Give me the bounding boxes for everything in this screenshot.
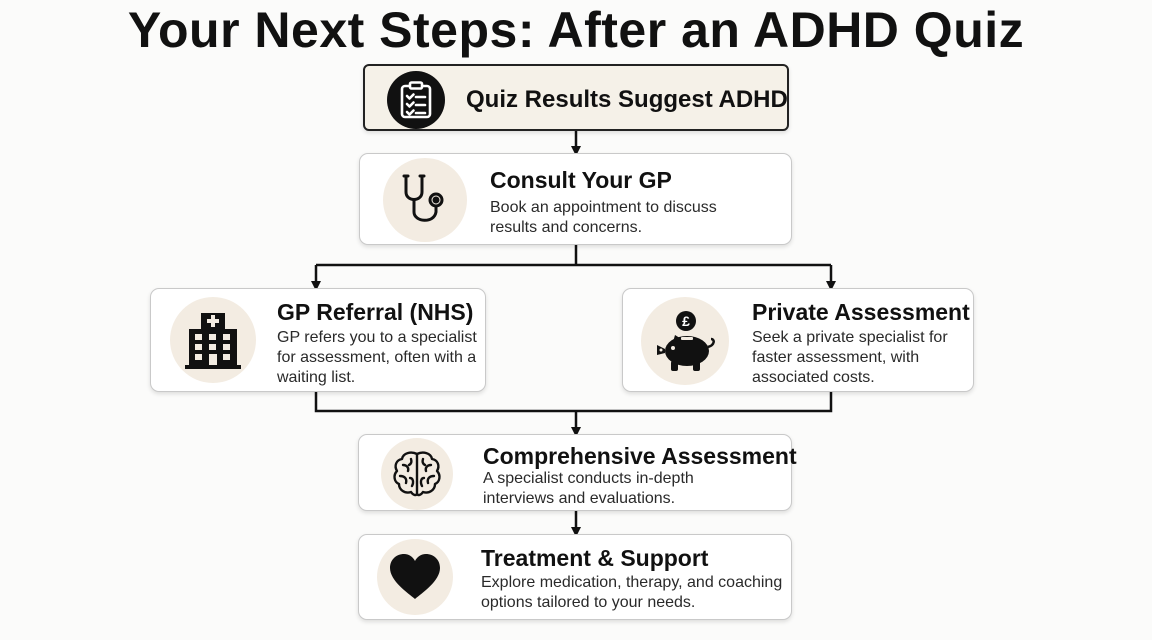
heart-icon (377, 539, 453, 615)
step-assessment-desc: A specialist conducts in-depth interview… (483, 470, 694, 507)
svg-text:£: £ (682, 313, 690, 329)
stethoscope-icon (383, 158, 467, 242)
step-gp-title: Consult Your GP (490, 167, 672, 193)
piggy-bank-icon: £ (641, 297, 729, 385)
step-private-assessment: £ Private Assessment Seek a private spec… (622, 288, 974, 392)
step-private-desc: Seek a private specialist for faster ass… (752, 329, 948, 386)
step-gp-desc: Book an appointment to discuss results a… (490, 199, 717, 236)
step-nhs-desc: GP refers you to a specialist for assess… (277, 329, 477, 386)
connector-gp-split (316, 245, 831, 267)
step-private-title: Private Assessment (752, 299, 970, 325)
brain-icon (381, 438, 453, 510)
step-comprehensive-assessment: Comprehensive Assessment A specialist co… (358, 434, 797, 511)
hospital-icon (170, 297, 256, 383)
step-treatment-support: Treatment & Support Explore medication, … (358, 534, 792, 620)
page-title: Your Next Steps: After an ADHD Quiz (127, 2, 1025, 58)
step-gp-referral-nhs: GP Referral (NHS) GP refers you to a spe… (150, 288, 486, 392)
step-quiz-title: Quiz Results Suggest ADHD (466, 86, 788, 113)
step-treatment-desc: Explore medication, therapy, and coachin… (481, 574, 783, 611)
step-quiz-results: Quiz Results Suggest ADHD (363, 64, 789, 131)
step-assessment-title: Comprehensive Assessment (483, 443, 797, 469)
connector-merge (314, 392, 833, 413)
step-treatment-title: Treatment & Support (481, 545, 709, 571)
step-consult-gp: Consult Your GP Book an appointment to d… (359, 153, 792, 245)
clipboard-checklist-icon (387, 71, 445, 129)
step-nhs-title: GP Referral (NHS) (277, 299, 474, 325)
